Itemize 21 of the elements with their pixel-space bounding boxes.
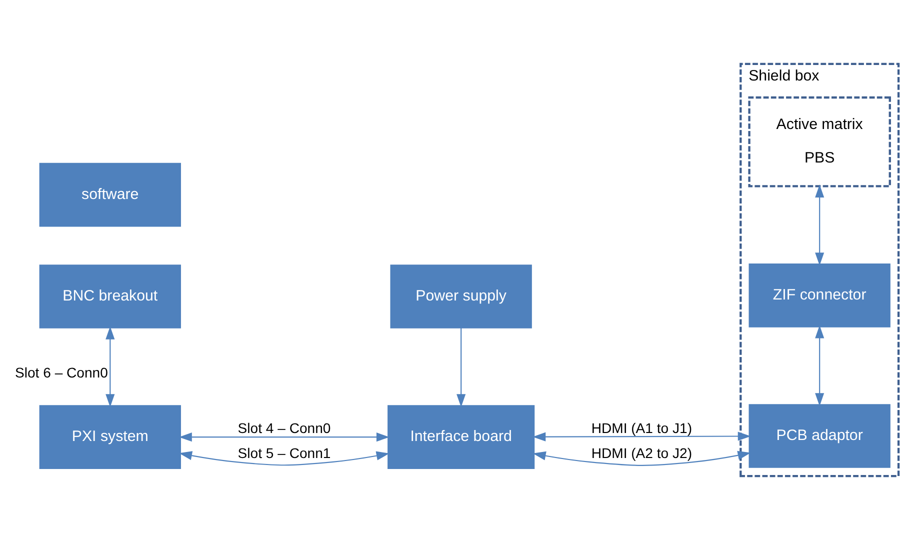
arrow xyxy=(815,184,824,266)
edge-label: Slot 4 – Conn0 xyxy=(238,420,331,436)
node-box: Power supply xyxy=(390,264,532,328)
node-box: software xyxy=(39,162,181,227)
node-box: PXI system xyxy=(39,405,181,469)
arrow xyxy=(178,432,390,442)
arrow xyxy=(178,451,390,466)
arrow xyxy=(456,328,466,408)
node-box: BNC breakout xyxy=(39,264,181,328)
edge-label: HDMI (A1 to J1) xyxy=(591,420,692,436)
edge-label: Slot 5 – Conn1 xyxy=(238,445,331,462)
arrow xyxy=(532,432,751,442)
node-box: PCB adaptor xyxy=(748,404,890,468)
node-box: ZIF connector xyxy=(748,264,890,328)
node-box: Interface board xyxy=(388,405,535,469)
node-box: Active matrix PBS xyxy=(748,96,891,188)
arrow xyxy=(532,450,751,466)
edge-label: Slot 6 – Conn0 xyxy=(15,364,108,381)
arrow xyxy=(815,325,824,406)
arrow xyxy=(106,326,115,408)
edge-label: HDMI (A2 to J2) xyxy=(591,445,692,462)
